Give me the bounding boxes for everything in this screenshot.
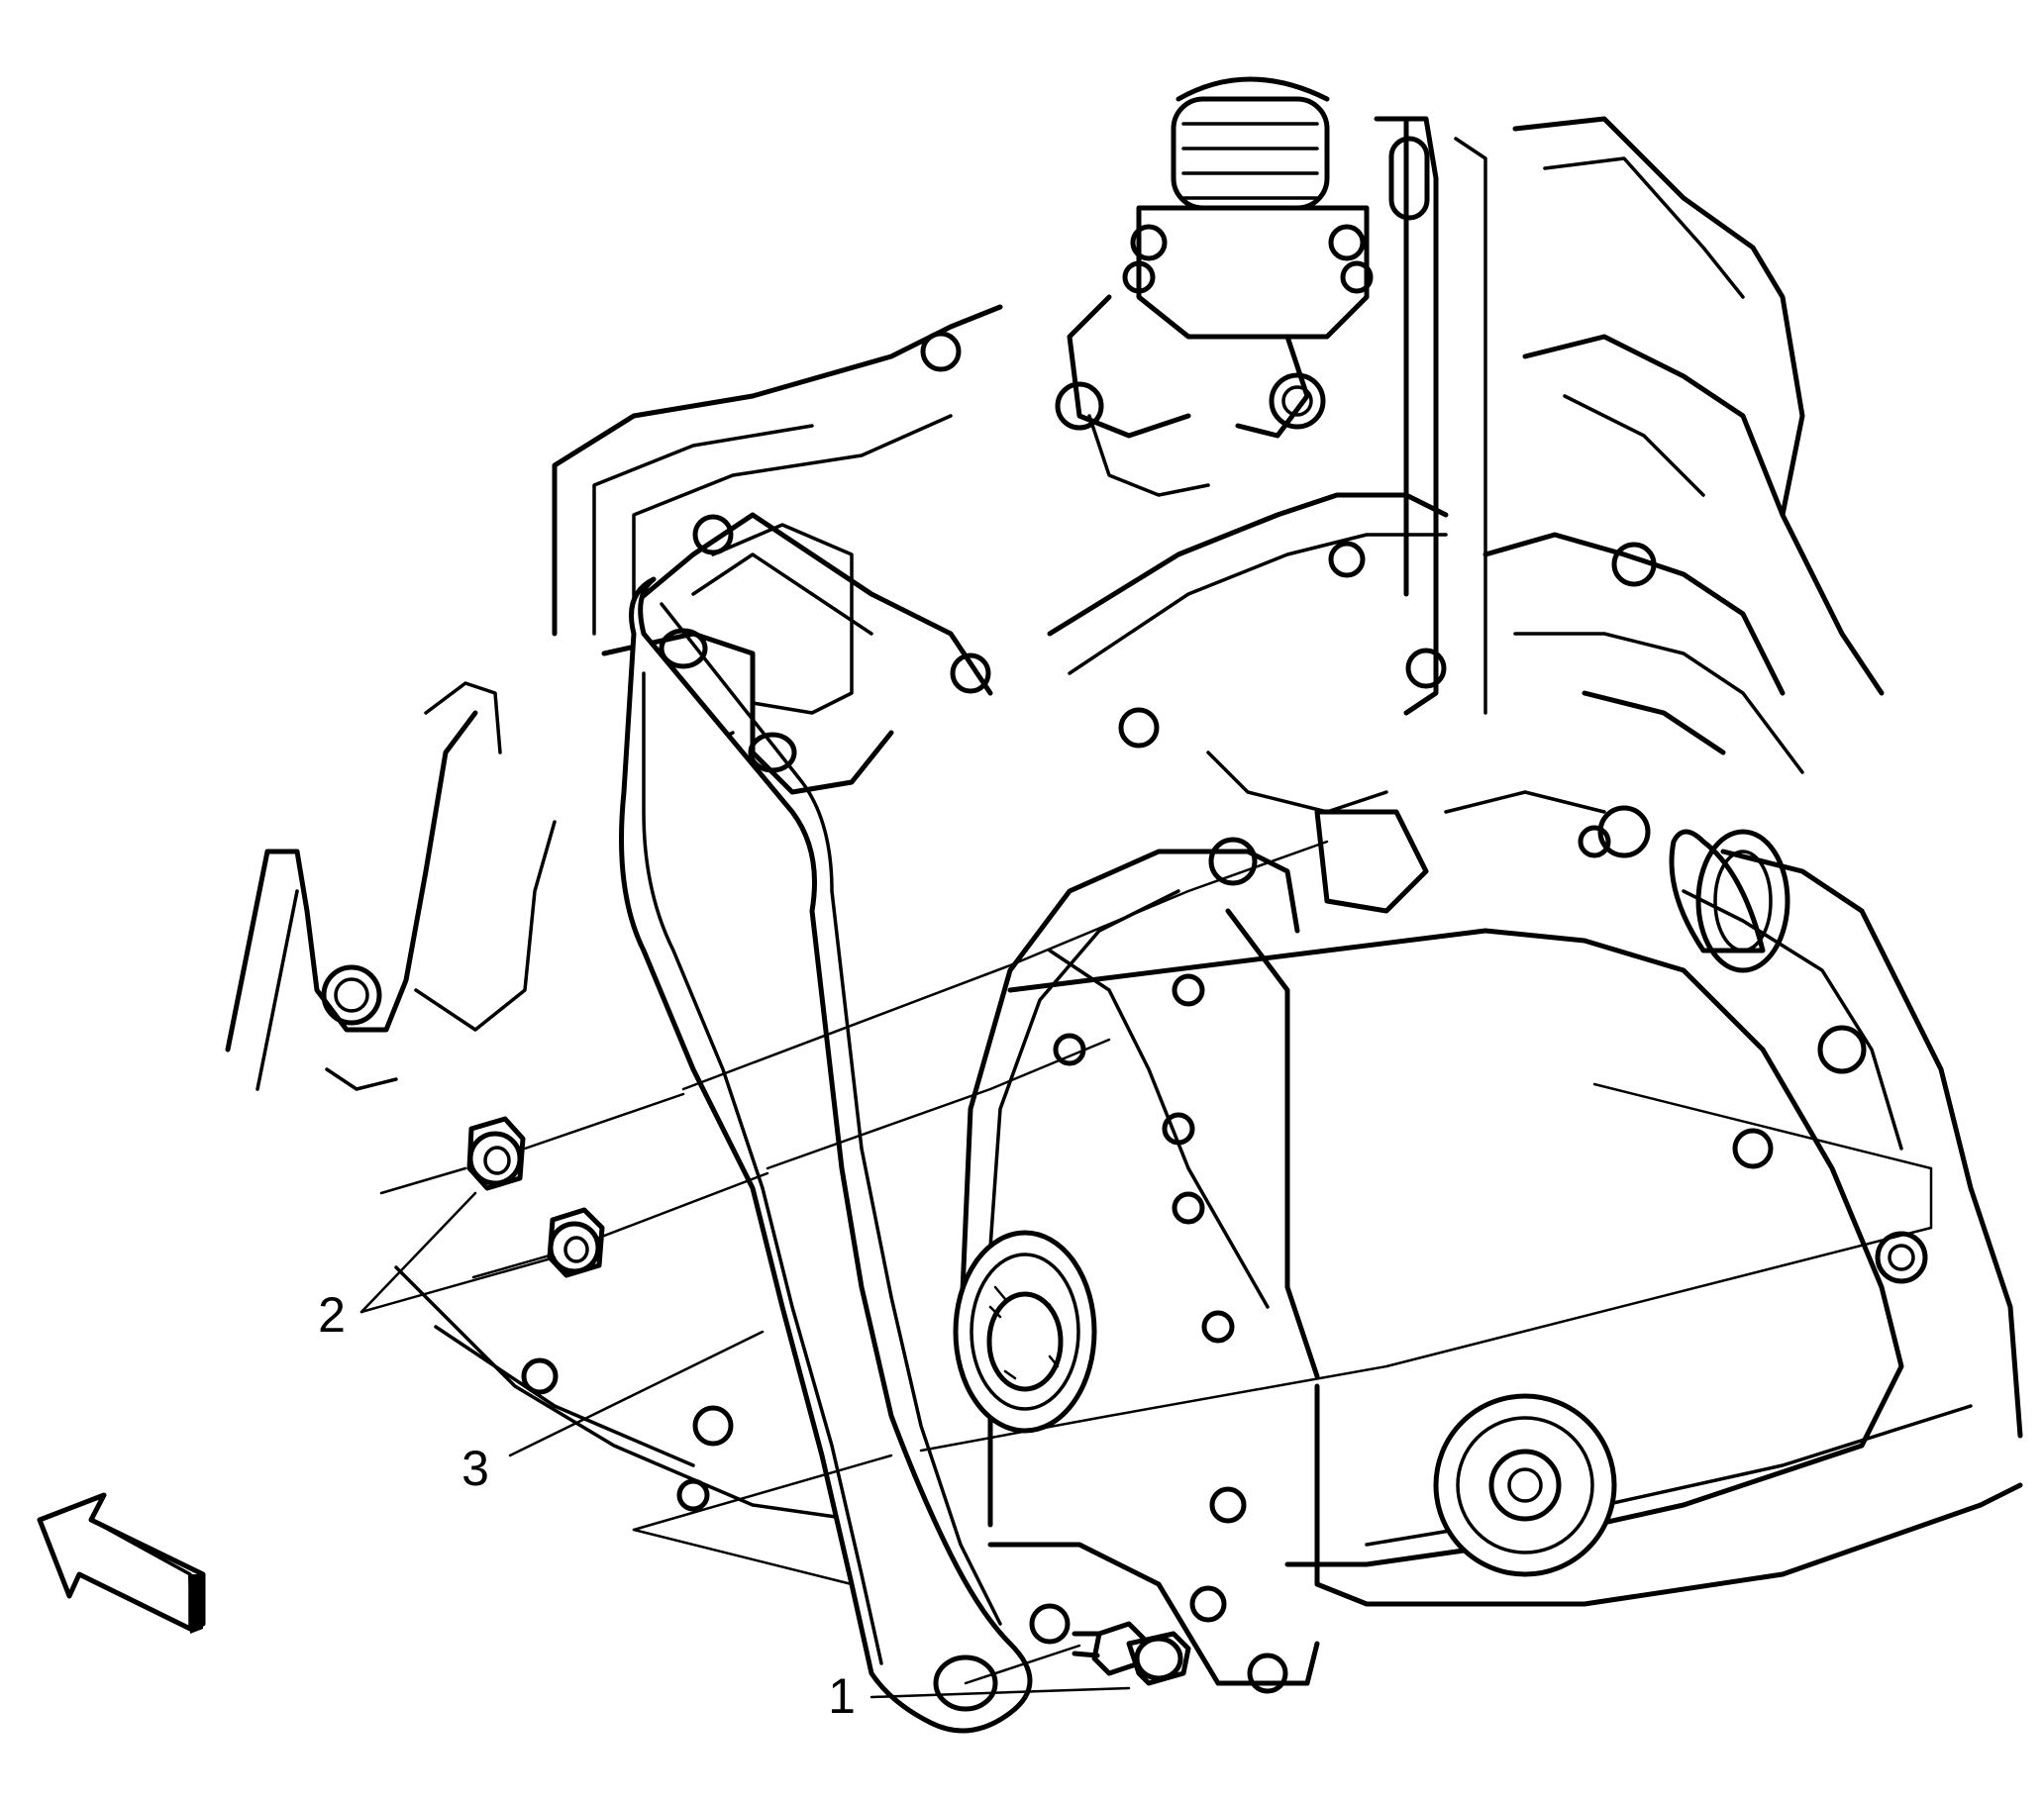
callout-1: 1 xyxy=(828,1668,1131,1724)
front-direction-arrow-icon xyxy=(37,1492,206,1634)
callout-3-label: 3 xyxy=(461,1441,489,1496)
engine-block-lineart xyxy=(225,76,2023,1694)
nut-2-lower xyxy=(547,1207,605,1278)
callout-1-label: 1 xyxy=(828,1668,856,1724)
callout-3: 3 xyxy=(461,1330,765,1496)
callout-2: 2 xyxy=(318,1191,557,1343)
nut-2-upper xyxy=(466,1116,526,1191)
alignment-lines xyxy=(379,840,1933,1685)
callout-2-label: 2 xyxy=(318,1287,346,1343)
bolt-1 xyxy=(1072,1621,1191,1686)
transmission-brace-bracket xyxy=(619,576,1033,1734)
